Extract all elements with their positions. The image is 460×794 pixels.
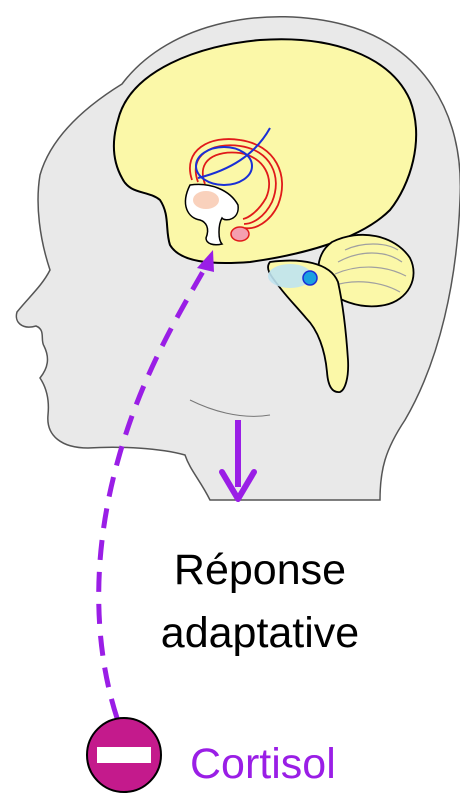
cortisol-label: Cortisol (190, 740, 336, 788)
hypothalamus-highlight (193, 191, 219, 209)
no-entry-icon (87, 718, 161, 792)
response-label-line2: adaptative (161, 609, 359, 657)
amygdala (231, 227, 249, 241)
locus-coeruleus (303, 271, 317, 285)
response-label-line1: Réponse (174, 546, 346, 594)
